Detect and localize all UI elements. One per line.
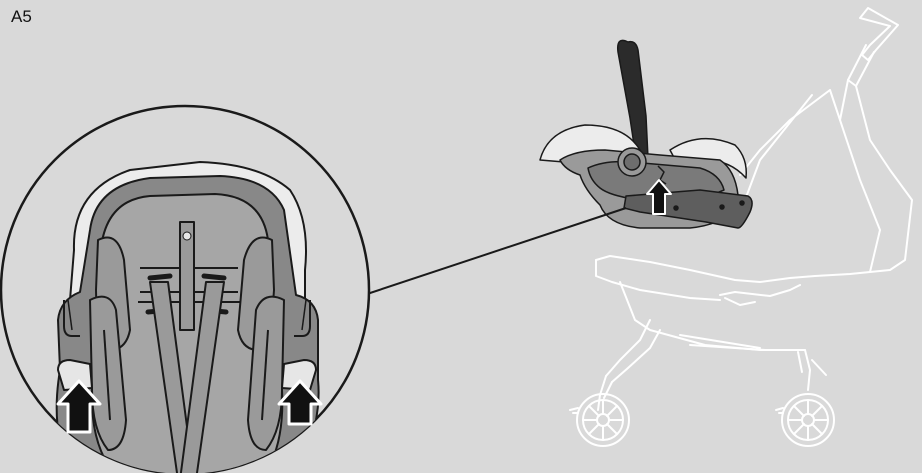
zoom-detail (1, 106, 369, 473)
infant-car-seat-icon (540, 40, 752, 228)
leader-line (364, 208, 626, 295)
